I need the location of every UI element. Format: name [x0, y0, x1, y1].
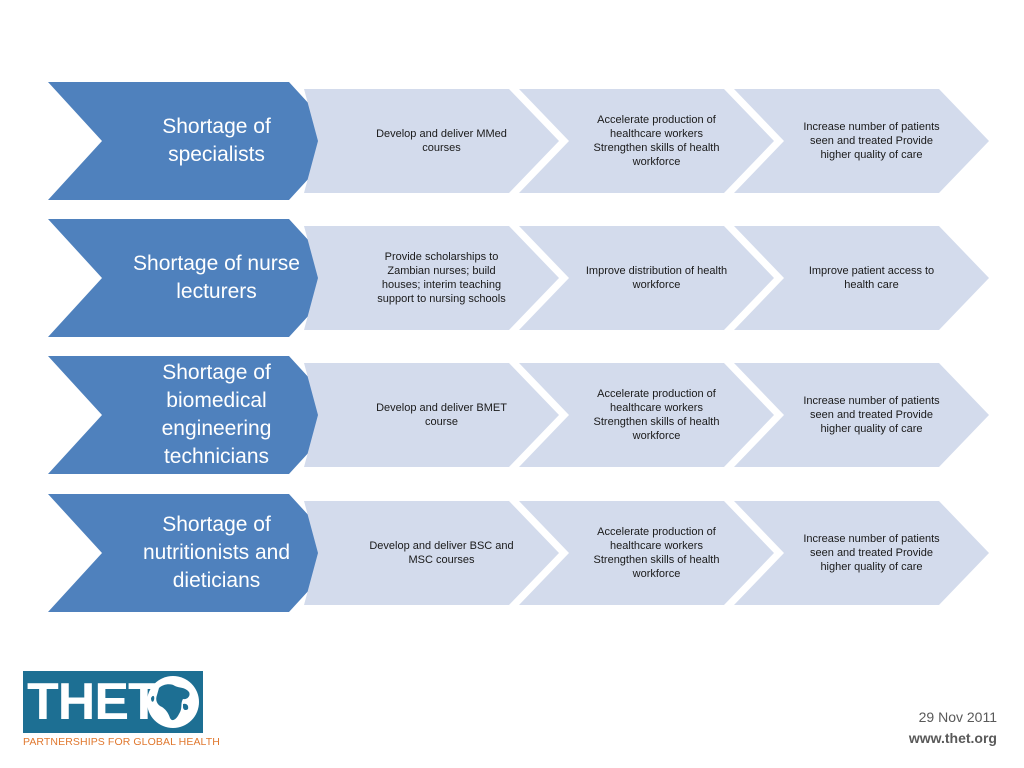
step-label: Accelerate production of healthcare work…: [593, 526, 720, 580]
logo-name: THET: [27, 673, 160, 731]
step-label: Increase number of patients seen and tre…: [803, 121, 940, 161]
diagram-row-2: Shortage of nurse lecturers Provide scho…: [48, 219, 992, 337]
thet-logo: THET PARTNERSHIPS FOR GLOBAL HEALTH: [23, 671, 220, 751]
logo-box: THET: [23, 671, 203, 733]
step-label: Accelerate production of healthcare work…: [593, 388, 720, 442]
step-label: Develop and deliver BMET course: [376, 402, 507, 428]
step-label: Develop and deliver BSC and MSC courses: [369, 540, 514, 566]
step-chevron-1: Develop and deliver BSC and MSC courses: [304, 501, 559, 605]
step-label: Increase number of patients seen and tre…: [803, 533, 940, 573]
step-label: Increase number of patients seen and tre…: [803, 395, 940, 435]
problem-label: Shortage of biomedical engineering techn…: [161, 361, 272, 468]
problem-chevron: Shortage of nurse lecturers: [48, 219, 343, 337]
step-chevron-3: Increase number of patients seen and tre…: [734, 363, 989, 467]
footer-url[interactable]: www.thet.org: [908, 730, 997, 746]
problem-chevron: Shortage of nutritionists and dieticians: [48, 494, 343, 612]
problem-label: Shortage of specialists: [162, 115, 271, 166]
footer-date: 29 Nov 2011: [918, 709, 997, 725]
problem-label: Shortage of nutritionists and dieticians: [142, 513, 291, 592]
step-chevron-1: Provide scholarships to Zambian nurses; …: [304, 226, 559, 330]
diagram-row-1: Shortage of specialists Develop and deli…: [48, 82, 992, 200]
diagram-row-4: Shortage of nutritionists and dieticians…: [48, 494, 992, 612]
problem-label: Shortage of nurse lecturers: [133, 252, 300, 303]
step-chevron-1: Develop and deliver BMET course: [304, 363, 559, 467]
step-label: Accelerate production of healthcare work…: [593, 114, 720, 168]
logo-tagline: PARTNERSHIPS FOR GLOBAL HEALTH: [23, 736, 220, 748]
step-label: Improve distribution of health workforce: [585, 265, 728, 291]
step-label: Provide scholarships to Zambian nurses; …: [377, 251, 506, 305]
problem-chevron: Shortage of specialists: [48, 82, 343, 200]
step-chevron-1: Develop and deliver MMed courses: [304, 89, 559, 193]
problem-chevron: Shortage of biomedical engineering techn…: [48, 356, 343, 474]
step-label: Improve patient access to health care: [808, 265, 935, 291]
diagram-row-3: Shortage of biomedical engineering techn…: [48, 356, 992, 474]
globe-icon: [147, 676, 199, 728]
step-label: Develop and deliver MMed courses: [376, 128, 507, 154]
